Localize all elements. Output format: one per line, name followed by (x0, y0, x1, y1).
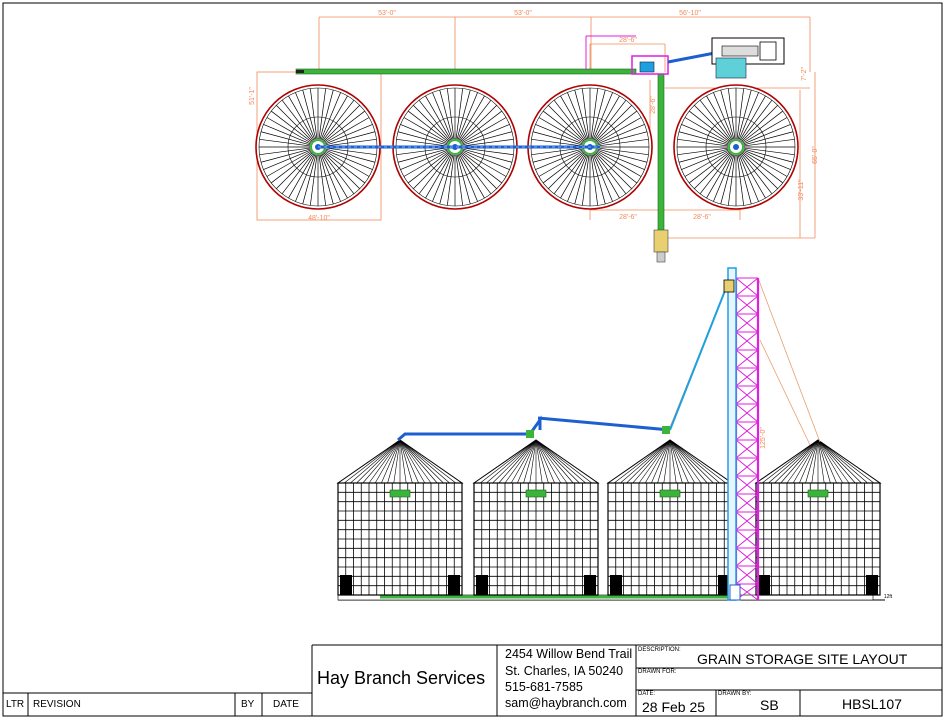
drawn-for-label: DRAWN FOR: (638, 669, 677, 675)
elevation-bin (606, 439, 734, 596)
drawn-by-label: DRAWN BY: (718, 691, 752, 697)
address-line-2: St. Charles, IA 50240 (505, 664, 624, 678)
company-name: Hay Branch Services (317, 668, 486, 688)
email-link[interactable]: sam@haybranch.com (505, 696, 627, 710)
elevation-bin (472, 439, 600, 596)
revision-by-header: BY (241, 699, 255, 710)
plan-view: 53'-0" 53'-0" 56'-10" 51'-1" 48'-10" 28'… (249, 10, 819, 263)
equipment-cluster (585, 35, 785, 79)
bin-fill-conveyors (397, 277, 731, 442)
svg-text:7'-2": 7'-2" (801, 67, 808, 81)
date-label: DATE: (638, 691, 656, 697)
svg-text:48'-10": 48'-10" (308, 215, 330, 222)
elevation-bins (336, 439, 882, 596)
svg-text:53'-0": 53'-0" (514, 10, 532, 17)
svg-text:125'-0": 125'-0" (760, 427, 767, 449)
address-line-1: 2454 Willow Bend Trail (505, 647, 633, 661)
svg-text:53'-0": 53'-0" (378, 10, 396, 17)
drawn-by-value: SB (760, 697, 779, 713)
description-value: GRAIN STORAGE SITE LAYOUT (697, 651, 908, 667)
title-block-lines (3, 644, 942, 716)
top-conveyor (295, 68, 637, 75)
phone-number: 515-681-7585 (505, 680, 583, 694)
svg-text:51'-1": 51'-1" (249, 87, 256, 105)
elevation-view: 125'-0" 12ft (336, 267, 893, 601)
svg-text:28'-6": 28'-6" (619, 214, 637, 221)
plan-dimension-labels: 53'-0" 53'-0" 56'-10" 51'-1" 48'-10" 28'… (249, 10, 819, 222)
plan-bin (673, 84, 799, 210)
description-label: DESCRIPTION: (638, 647, 681, 653)
svg-text:28'-6": 28'-6" (650, 96, 657, 114)
svg-text:28'-6": 28'-6" (693, 214, 711, 221)
elevation-bin (336, 439, 464, 596)
revision-ltr-header: LTR (6, 699, 25, 710)
svg-text:56'-10": 56'-10" (679, 10, 701, 17)
svg-text:65'-0": 65'-0" (812, 146, 819, 164)
drawing-number: HBSL107 (842, 696, 902, 712)
date-value: 28 Feb 25 (642, 699, 706, 715)
svg-text:12ft: 12ft (884, 594, 893, 600)
revision-header: REVISION (33, 699, 81, 710)
bucket-elevator-tower (723, 267, 760, 601)
elevation-bin (754, 439, 882, 596)
svg-text:28'-6": 28'-6" (619, 37, 637, 44)
revision-date-header: DATE (273, 699, 299, 710)
svg-text:33'-11": 33'-11" (798, 179, 805, 201)
